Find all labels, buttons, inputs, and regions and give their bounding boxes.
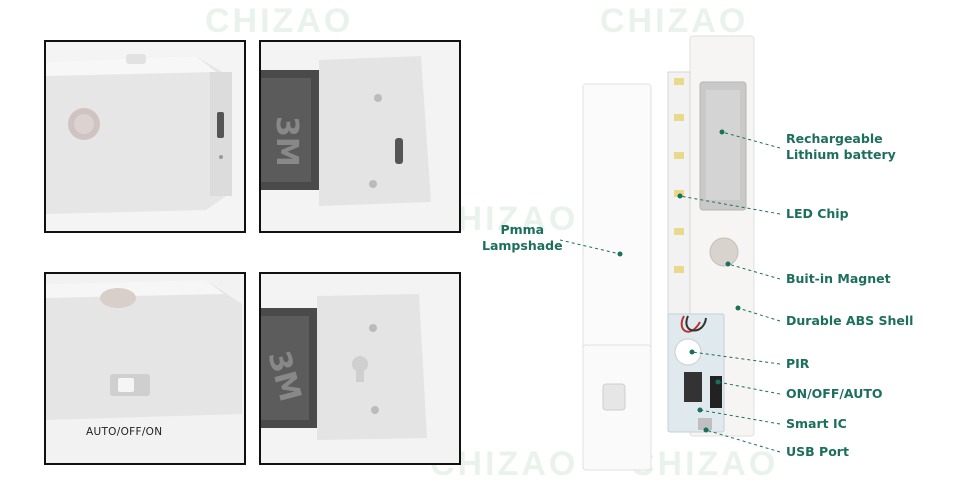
leader-ic [699,409,781,425]
leader-battery [721,131,781,149]
callout-battery-line1: Rechargeable [786,131,883,146]
screw-hole-icon [374,94,382,102]
callout-magnet: Buit-in Magnet [786,271,891,286]
photo-back-tape: 3M [259,40,461,233]
photo-sensor-end [44,40,246,233]
screw-hole-icon-3 [369,324,377,332]
callout-battery-line2: Lithium battery [786,147,896,162]
callout-lampshade: Pmma Lampshade [482,222,563,254]
lampshade-cover [582,83,652,355]
smart-ic-chip [684,372,702,402]
screw-hole-icon-2 [369,180,377,188]
leader-lampshade [559,239,621,255]
switch-label: AUTO/OFF/ON [86,426,163,438]
photo-switch: AUTO/OFF/ON [44,272,246,465]
leader-led [679,195,781,215]
leader-pir [691,351,781,365]
callout-smart-ic: Smart IC [786,416,847,431]
leader-shell [737,307,781,322]
usb-connector [698,418,712,430]
leader-usb [705,429,781,453]
tape-mark-top: 3M [269,116,304,167]
callout-shell: Durable ABS Shell [786,313,914,328]
callout-battery: Rechargeable Lithium battery [786,131,896,163]
photo-sensor-end-art [46,42,244,231]
pir-lens-icon-2 [100,288,136,308]
leader-switch [717,381,781,395]
callout-lampshade-line1: Pmma [500,222,545,237]
pir-sensor-icon [674,338,702,366]
callout-switch: ON/OFF/AUTO [786,386,883,401]
photo-back-hole: 3M [259,272,461,465]
usb-port-icon-2 [395,138,403,164]
photo-back-hole-art: 3M [261,274,459,463]
magnet-icon [709,237,739,267]
screw-hole-icon-4 [371,406,379,414]
callout-pir: PIR [786,356,810,371]
callout-lampshade-line2: Lampshade [482,238,563,253]
callout-led-chip: LED Chip [786,206,849,221]
usb-port-icon [217,112,224,138]
photo-back-tape-art: 3M [261,42,459,231]
callout-usb-port: USB Port [786,444,849,459]
photo-switch-art [46,274,244,463]
